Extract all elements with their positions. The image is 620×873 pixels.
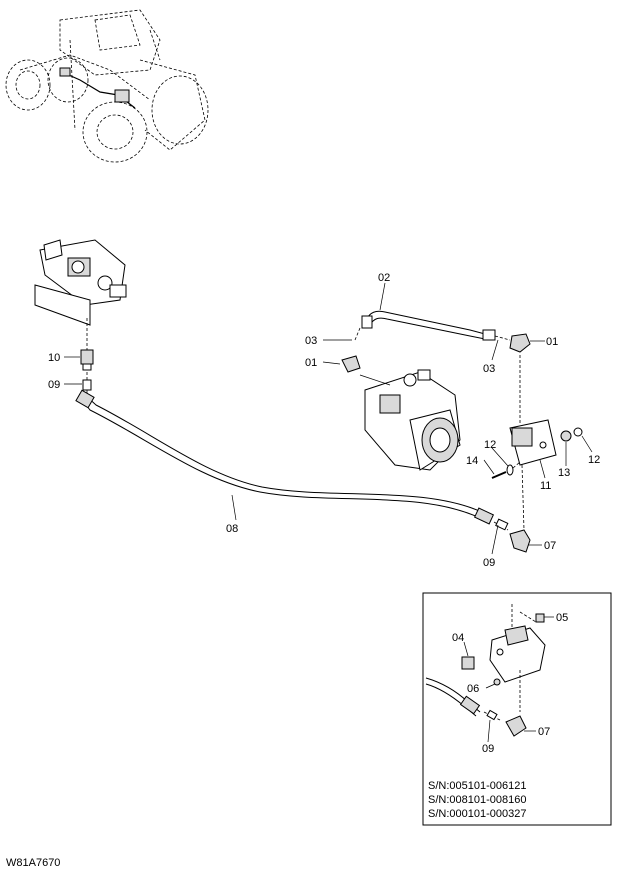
inset-detail-box [422, 592, 612, 826]
inset-callout-04: 04 [452, 632, 464, 644]
fitting-09-main-part [495, 518, 509, 531]
elbow-01-left-part [341, 355, 361, 373]
leader-lines [64, 282, 593, 555]
callout-01-top-right: 01 [546, 336, 558, 348]
callout-11: 11 [540, 480, 551, 492]
pump-assembly [359, 369, 461, 471]
callout-09-left: 09 [48, 379, 60, 391]
nut-13-part [560, 430, 572, 442]
machine-overview-illustration [5, 9, 209, 163]
washer-12-right-part [573, 427, 583, 437]
hose-08 [75, 389, 495, 525]
callout-02: 02 [378, 272, 390, 284]
callout-08: 08 [226, 523, 238, 535]
fitting-09-left-part [82, 379, 92, 391]
callout-12-left: 12 [484, 439, 496, 451]
inset-callout-06: 06 [467, 683, 479, 695]
elbow-07-main-part [509, 529, 531, 553]
callout-10: 10 [48, 352, 60, 364]
serial-range-3: S/N:000101-000327 [428, 808, 526, 820]
callout-07-main: 07 [544, 540, 556, 552]
callout-01-left: 01 [305, 357, 317, 369]
hose-02 [361, 310, 496, 341]
inset-callout-05: 05 [556, 612, 568, 624]
washer-12-left-part [506, 464, 514, 476]
inset-callout-07: 07 [538, 726, 550, 738]
callout-12-right: 12 [588, 454, 600, 466]
inset-callout-09: 09 [482, 743, 494, 755]
callout-14: 14 [466, 455, 478, 467]
callout-09-main: 09 [483, 557, 495, 569]
valve-bracket-assembly [34, 239, 127, 326]
bolt-14-part [491, 471, 507, 479]
callout-13: 13 [558, 467, 570, 479]
serial-range-2: S/N:008101-008160 [428, 794, 526, 806]
fitting-10-part [80, 349, 94, 371]
serial-range-1: S/N:005101-006121 [428, 780, 526, 792]
callout-03-left: 03 [305, 335, 317, 347]
drawing-code: W81A7670 [6, 857, 60, 869]
bracket-11-part [509, 419, 557, 466]
elbow-01-top-right-part [509, 333, 531, 353]
callout-03-right: 03 [483, 363, 495, 375]
